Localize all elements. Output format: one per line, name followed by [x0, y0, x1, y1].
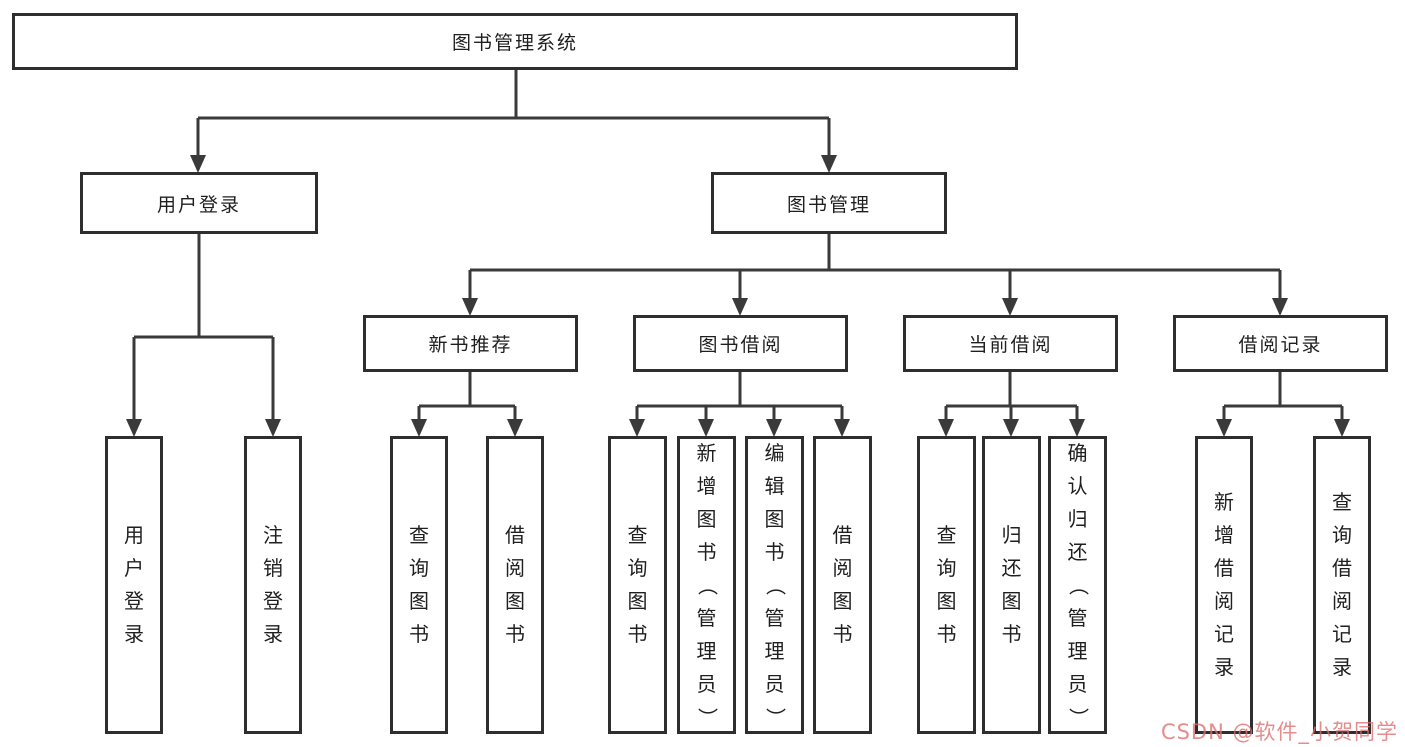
node-current-borrow: 当前借阅	[903, 315, 1118, 372]
node-root: 图书管理系统	[12, 13, 1018, 70]
leaf-recommend-query-book: 查询图书	[390, 436, 448, 734]
leaf-query-borrow-record: 查询借阅记录	[1313, 436, 1371, 734]
arrowheads	[126, 155, 1350, 437]
leaf-recommend-borrow-book: 借阅图书	[486, 436, 544, 734]
leaf-return-book: 归还图书	[982, 436, 1041, 734]
leaf-logout: 注销登录	[244, 436, 302, 734]
leaf-edit-book-admin: 编辑图书（管理员）	[745, 436, 804, 734]
leaf-current-query-book: 查询图书	[917, 436, 976, 734]
leaf-add-borrow-record: 新增借阅记录	[1195, 436, 1253, 734]
node-book-borrow: 图书借阅	[633, 315, 848, 372]
node-borrow-record: 借阅记录	[1173, 315, 1388, 372]
leaf-borrow-book: 借阅图书	[813, 436, 872, 734]
leaf-borrow-query-book: 查询图书	[608, 436, 667, 734]
node-user-login: 用户登录	[80, 172, 318, 234]
leaf-confirm-return-admin: 确认归还（管理员）	[1048, 436, 1107, 734]
leaf-user-login: 用户登录	[105, 436, 163, 734]
leaf-add-book-admin: 新增图书（管理员）	[677, 436, 736, 734]
node-book-management: 图书管理	[711, 172, 947, 234]
csdn-watermark: CSDN @软件_小贺同学	[1160, 720, 1398, 744]
node-new-book-recommend: 新书推荐	[363, 315, 578, 372]
connector-strokes	[132, 70, 1344, 422]
